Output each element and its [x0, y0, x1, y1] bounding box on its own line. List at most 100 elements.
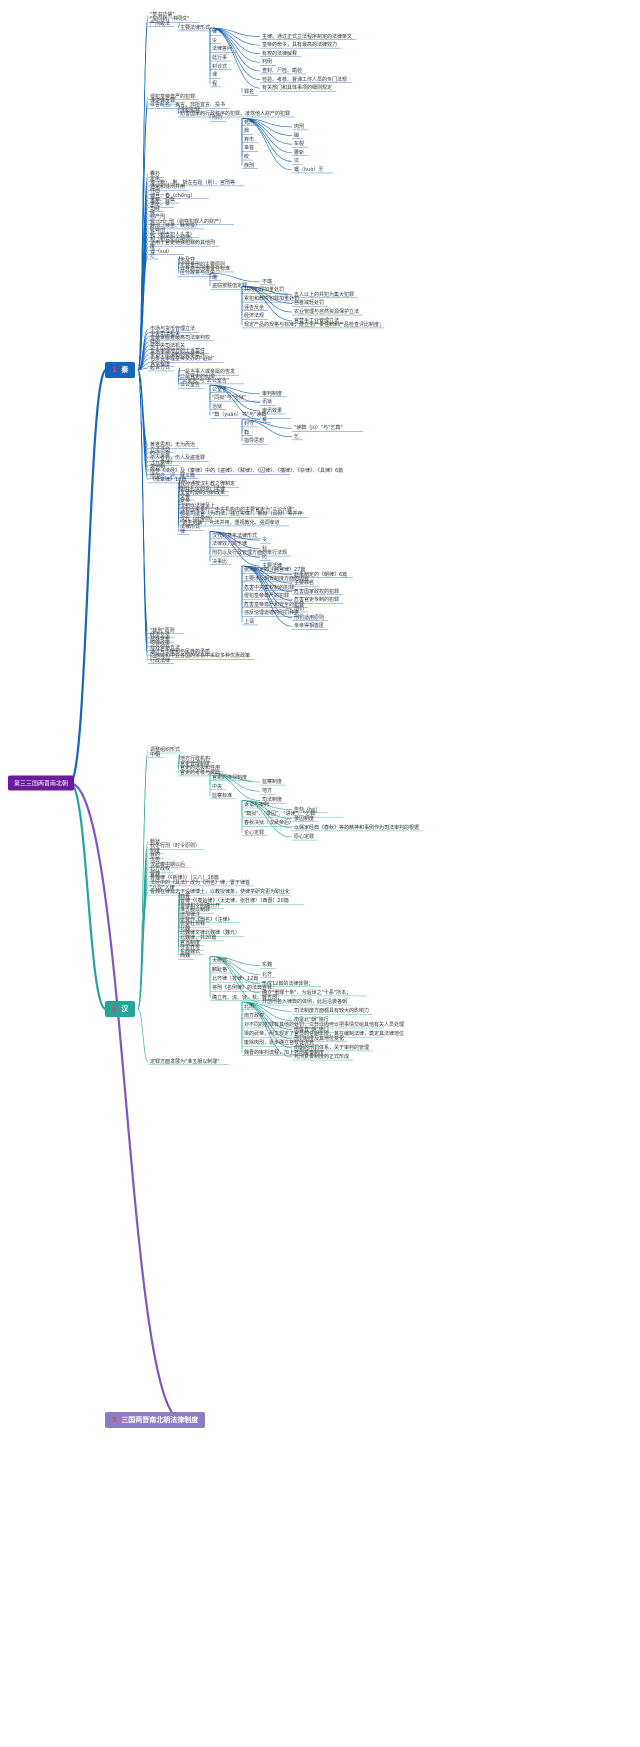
node-208[interactable]: 司法制度方面都具有较大的影响力	[294, 1008, 370, 1015]
node-99[interactable]: 指导思想	[244, 438, 265, 445]
node-123[interactable]: 法律效力高于律	[212, 541, 248, 548]
node-44[interactable]: 隶臣、妾	[150, 201, 171, 208]
node-71[interactable]: 官营手工业管理立法	[294, 317, 340, 324]
node-137[interactable]: 危害皇帝尊严和安全的犯罪	[244, 601, 305, 608]
node-21[interactable]: 以言乱名、妄言、非所宜言、投书	[150, 102, 226, 109]
node-219[interactable]: 定罪方面发展为"准五服以制罪"	[150, 1058, 220, 1065]
node-142[interactable]: 亲亲得相首匿	[294, 623, 325, 630]
node-75[interactable]: 皇帝掌握着最高司法审判权	[150, 334, 211, 341]
node-199[interactable]: 麟趾格	[212, 967, 228, 973]
node-91[interactable]: 治狱	[212, 403, 223, 410]
node-101[interactable]: 立法活动	[150, 446, 171, 453]
category-1[interactable]: 1 秦	[105, 362, 136, 378]
node-37[interactable]: 囊扑	[150, 171, 161, 178]
node-136[interactable]: 危害官吏专制的犯罪	[294, 597, 340, 604]
node-59[interactable]: 以身高为刑事责任标准	[180, 265, 231, 272]
node-92[interactable]: 审讯效果	[262, 408, 283, 415]
node-83[interactable]: 一是当事人或亲属的告发	[180, 369, 236, 376]
node-141[interactable]: 上请	[244, 618, 255, 625]
node-87[interactable]: 公室告	[212, 386, 228, 393]
node-209[interactable]: 南方政权	[244, 1012, 265, 1019]
node-160[interactable]: 地方	[262, 788, 273, 795]
node-47[interactable]: 财产刑	[150, 214, 166, 221]
node-118[interactable]: "德主刑辅"，礼法并用，重视教化、强调孝道	[180, 519, 280, 526]
node-12[interactable]: 封诊式	[212, 63, 228, 70]
node-151[interactable]: 调整组织形式	[150, 747, 181, 753]
node-152[interactable]: 中朝	[150, 751, 161, 758]
node-48[interactable]: 赀（zī）刑（剥夺犯罪人的财产）	[150, 218, 225, 225]
node-164[interactable]: 告劾（hé）	[294, 806, 321, 813]
node-196[interactable]: 西魏	[180, 953, 191, 960]
node-17[interactable]: 有关部门和具体事项的细则规定	[262, 85, 333, 92]
node-20[interactable]: 谋逆谋反罪	[150, 98, 176, 105]
node-143[interactable]: "恤刑"原则	[150, 627, 175, 634]
node-100[interactable]: 黄老思想，无为而治	[150, 442, 196, 449]
node-7[interactable]: 皇帝的命令，具有最高的法律效力	[262, 42, 338, 49]
node-31[interactable]: 枭首	[244, 145, 255, 152]
node-205[interactable]: 确立死、流、徒、杖、鞭五刑；	[212, 994, 283, 1001]
node-13[interactable]: 查封、尸检、勘验	[262, 67, 303, 74]
node-170[interactable]: 原心定罪	[294, 834, 315, 841]
node-144[interactable]: 经济立法	[150, 631, 171, 638]
node-185[interactable]: 将律和令明确分开	[180, 902, 221, 909]
node-140[interactable]: 刑罚适用原则	[294, 614, 325, 621]
node-177[interactable]: 北方政权	[150, 866, 171, 873]
node-130[interactable]: 赵禹制定的《朝律》6篇	[294, 571, 348, 578]
node-174[interactable]: 目的	[150, 852, 161, 859]
node-89[interactable]: "同狱"与"治狱"	[212, 395, 247, 402]
node-203[interactable]: 将刑《名例律》的法典首目；	[212, 985, 278, 992]
node-201[interactable]: 北齐律（齐律）12篇	[212, 976, 259, 983]
node-25[interactable]: 死刑	[244, 119, 255, 126]
node-213[interactable]: 梁的武帝，明文规定了官员的任期年限，其在编制法律，奠定其法律地位	[244, 1031, 405, 1038]
node-104[interactable]: 《九章律》	[150, 459, 176, 466]
node-64[interactable]: 共同犯罪加重处罚	[244, 287, 285, 294]
node-16[interactable]: 程	[212, 80, 218, 87]
node-122[interactable]: 令	[262, 537, 268, 544]
node-9[interactable]: 有权的法律解释	[262, 50, 298, 57]
node-52[interactable]: 耐（剃去犯人胡须）	[150, 235, 196, 242]
node-195[interactable]: 东西魏式	[180, 948, 201, 955]
node-212[interactable]: 南陈直"朝"施门	[294, 1026, 329, 1033]
node-78[interactable]: 负责审理地方的上诉案件	[150, 347, 206, 354]
node-5[interactable]: 主律。通过正式立法程序制定的法律条文	[262, 33, 353, 40]
node-45[interactable]: 司寇	[150, 205, 161, 212]
node-154[interactable]: 官吏管理制度	[180, 760, 211, 767]
node-161[interactable]: 监察标准	[212, 792, 233, 799]
node-204[interactable]: 确立"重罪十条"，为后世之"十恶"所本；	[262, 989, 352, 996]
node-120[interactable]: 律	[180, 528, 186, 535]
node-69[interactable]: 农业管理与自然资源保护立法	[294, 309, 360, 316]
node-180[interactable]: 法经中的《具法》改为《刑名》律，置于律首	[150, 879, 251, 886]
node-153[interactable]: 地方行政机构	[180, 756, 211, 763]
node-105[interactable]: 萧何制	[150, 463, 166, 470]
node-50[interactable]: 耻辱刑	[150, 227, 166, 234]
node-146[interactable]: 均输政策	[150, 640, 171, 647]
node-166[interactable]: 录囚制度	[294, 815, 315, 822]
node-2[interactable]: 严刑峻法	[150, 20, 171, 27]
node-216[interactable]: 南朝的刑罚体系，关于审判的管理	[294, 1044, 370, 1051]
node-126[interactable]: 比	[262, 554, 268, 561]
node-67[interactable]: 自首减轻处罚	[294, 300, 325, 307]
node-191[interactable]: 北魏律文律北魏律（魏元）	[180, 930, 241, 937]
node-4[interactable]: 律	[212, 29, 218, 36]
node-66[interactable]: 累犯和教唆犯罪加重处罚	[244, 296, 300, 303]
node-198[interactable]: 东魏	[262, 962, 273, 969]
node-57[interactable]: 免及夺	[180, 257, 196, 264]
category-3[interactable]: 3 三国两晋南北朝法律制度	[105, 1412, 206, 1428]
node-65[interactable]: 五人以上的共犯为集大犯罪	[294, 291, 355, 298]
node-176[interactable]: 汉武帝中期以后	[150, 861, 186, 868]
node-35[interactable]: 族刑	[244, 162, 255, 169]
node-192[interactable]: 北魏律，共20篇	[180, 934, 217, 941]
node-103[interactable]: 杀人者死，伤人及盗抵罪	[150, 455, 206, 462]
node-29[interactable]: 弃市	[244, 136, 255, 143]
node-188[interactable]: 张斐作《刑名》《注律》	[180, 916, 233, 923]
node-194[interactable]: 存留养亲	[180, 944, 201, 951]
node-46[interactable]: 候	[150, 210, 156, 216]
node-217[interactable]: 魏晋的审判流程，加上死刑覆奏制度	[244, 1049, 325, 1056]
node-162[interactable]: 司法制度	[262, 797, 283, 804]
node-98[interactable]: 乞	[294, 433, 300, 440]
node-207[interactable]: 北周	[244, 1003, 255, 1010]
node-86[interactable]: 非公室告	[180, 382, 201, 389]
node-55[interactable]: 谇（suì）	[150, 248, 173, 255]
node-117[interactable]: 汉代（武帝前）	[180, 515, 216, 522]
node-30[interactable]: 车裂	[294, 141, 305, 148]
